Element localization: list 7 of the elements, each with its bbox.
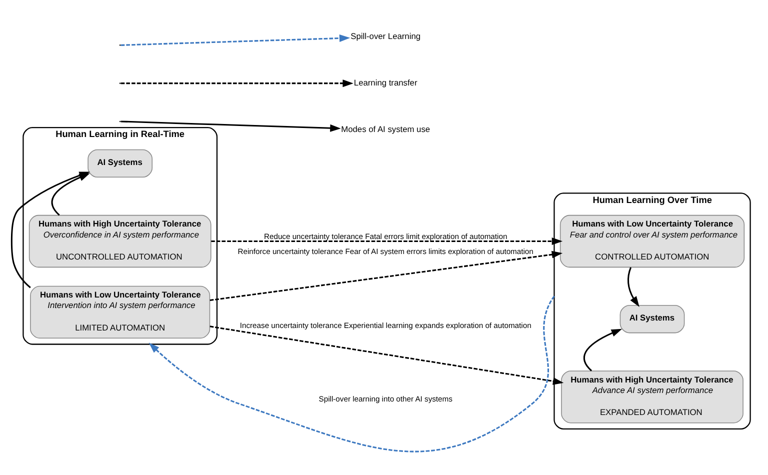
legend-label: Spill-over Learning — [350, 30, 421, 41]
edge-label: Reduce uncertainty tolerance Fatal errors limit exploration of automation — [264, 232, 508, 241]
edge-label: Increase uncertainty tolerance Experiential learning expands exploration of automation — [240, 321, 532, 330]
legend-label: Modes of AI system use — [341, 124, 430, 134]
legend-label: Learning transfer — [354, 77, 418, 88]
edge-label: Reinforce uncertainty tolerance Fear of AI system errors limits exploration of automation — [238, 247, 534, 256]
edge-label: Spill-over learning into other AI systems — [318, 394, 452, 404]
